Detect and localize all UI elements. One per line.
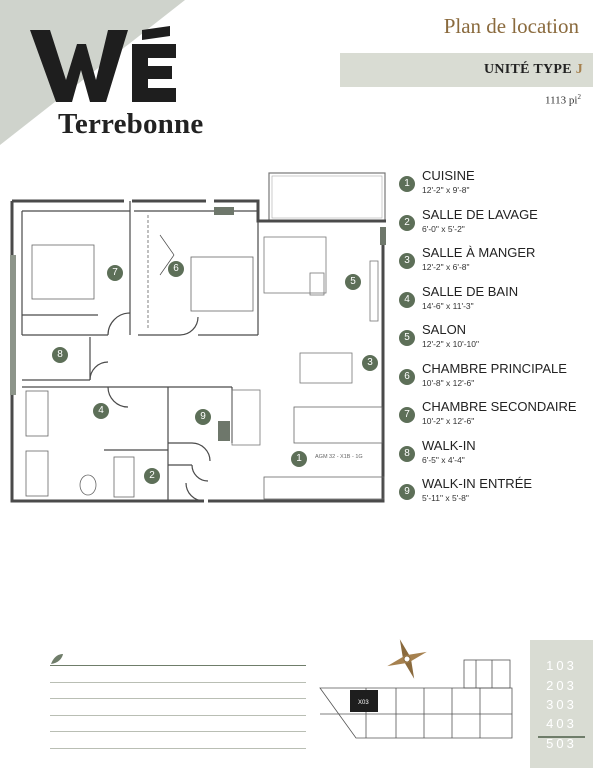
key-unit-label: X03 [358, 700, 369, 706]
legend-room-dimensions: 5'-11" x 5'-8" [422, 493, 469, 503]
note-line [50, 665, 306, 666]
floor-indicator [538, 736, 585, 738]
floor-item: 103 [546, 658, 577, 673]
legend-item: 3 SALLE À MANGER 12'-2" x 6'-8" [399, 245, 589, 284]
unit-type-label: UNITÉ TYPE J [484, 62, 583, 78]
note-line [50, 682, 306, 683]
floor-item: 303 [546, 697, 577, 712]
legend-item: 9 WALK-IN ENTRÉE 5'-11" x 5'-8" [399, 476, 589, 515]
legend-room-dimensions: 10'-2" x 12'-6" [422, 416, 475, 426]
legend-item: 5 SALON 12'-2" x 10'-10" [399, 322, 589, 361]
legend-room-dimensions: 6'-5" x 4'-4" [422, 454, 465, 465]
legend-number-badge: 3 [399, 253, 415, 269]
note-line [50, 715, 306, 716]
unit-type-letter: J [575, 62, 583, 77]
unit-area-value: 1113 pi [545, 94, 578, 107]
room-badge-lavage: 2 [144, 468, 160, 484]
room-badge-bain: 4 [93, 403, 109, 419]
legend-room-name: WALK-IN [422, 437, 476, 453]
legend-room-name: CHAMBRE SECONDAIRE [422, 399, 577, 414]
legend-room-dimensions: 14'-6" x 11'-3" [422, 300, 474, 311]
plan-title: Plan de location [443, 14, 579, 38]
floor-item: 403 [546, 716, 577, 731]
legend-number-badge: 7 [399, 407, 415, 423]
unit-type-text: UNITÉ TYPE [483, 62, 572, 77]
we-logo [30, 26, 180, 111]
legend-number-badge: 5 [399, 330, 415, 346]
unit-area-exp: 2 [577, 93, 582, 101]
floor-item: 203 [546, 678, 577, 693]
compass-rose-icon [384, 636, 430, 687]
legend-number-badge: 8 [399, 445, 415, 462]
room-badge-manger: 3 [362, 355, 378, 371]
legend-room-name: SALLE DE LAVAGE [422, 206, 538, 222]
legend-item: 1 CUISINE 12'-2" x 9'-8" [399, 168, 589, 207]
note-line [50, 698, 306, 699]
legend-room-name: WALK-IN ENTRÉE [422, 476, 533, 491]
legend-room-dimensions: 12'-2" x 9'-8" [422, 185, 470, 195]
floor-plan: 1 2 3 4 5 6 7 8 9 AGM 32 - X1B - 1G [8, 165, 393, 515]
legend-room-name: SALLE À MANGER [422, 245, 536, 260]
room-badge-chambre-principale: 6 [168, 261, 184, 277]
note-line [50, 748, 306, 749]
room-badge-walk-in: 8 [52, 347, 68, 363]
legend-number-badge: 1 [399, 176, 415, 192]
room-badge-cuisine: 1 [291, 451, 307, 467]
note-line [50, 731, 306, 732]
room-badge-chambre-secondaire: 7 [107, 265, 123, 281]
floor-item: 503 [546, 736, 577, 751]
leaf-icon [50, 652, 64, 670]
floor-list: 103 203 303 403 503 [530, 640, 593, 768]
legend-number-badge: 9 [399, 484, 415, 500]
legend-room-dimensions: 12'-2" x 10'-10" [422, 339, 480, 349]
unit-type-band [340, 53, 593, 87]
legend-room-name: CUISINE [422, 168, 475, 183]
legend-room-dimensions: 12'-2" x 6'-8" [422, 262, 470, 272]
kitchen-note: AGM 32 - X1B - 1G [315, 454, 363, 460]
legend-number-badge: 2 [399, 214, 415, 231]
unit-area: 1113 pi2 [545, 93, 581, 107]
legend-number-badge: 6 [399, 368, 415, 385]
legend-room-dimensions: 6'-0" x 5'-2" [422, 223, 465, 234]
legend-room-name: SALLE DE BAIN [422, 283, 519, 299]
legend-item: 7 CHAMBRE SECONDAIRE 10'-2" x 12'-6" [399, 399, 589, 438]
key-plan: X03 [316, 656, 521, 751]
city-name: Terrebonne [58, 108, 204, 140]
legend-room-name: SALON [422, 322, 467, 337]
room-badge-walk-in-entree: 9 [195, 409, 211, 425]
room-badge-salon: 5 [345, 274, 361, 290]
legend-room-dimensions: 10'-8" x 12'-6" [422, 377, 475, 388]
legend-room-name: CHAMBRE PRINCIPALE [422, 360, 567, 376]
legend-number-badge: 4 [399, 291, 415, 308]
